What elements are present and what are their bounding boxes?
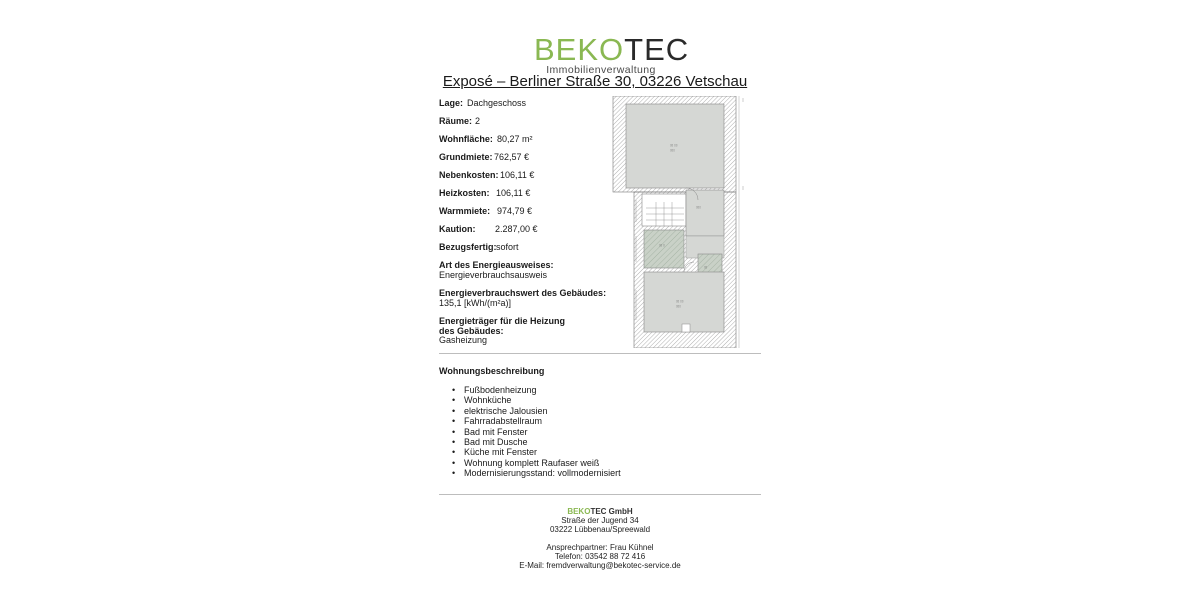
- fact-label: Bezugsfertig:: [439, 242, 497, 252]
- svg-text:▯▯: ▯▯: [704, 265, 708, 269]
- feature-item: Fußbodenheizung: [452, 385, 621, 396]
- logo-wordmark-dark: TEC: [624, 32, 690, 67]
- fact-value: 2: [475, 116, 481, 126]
- energy-carrier-label: Energieträger für die Heizung: [439, 316, 566, 326]
- fact-label: Heizkosten:: [439, 188, 490, 198]
- feature-item: Wohnung komplett Raufaser weiß: [452, 458, 621, 469]
- fact-nebenkosten: Nebenkosten: 106,11 €: [439, 170, 534, 180]
- logo-wordmark: BEKOTEC: [534, 34, 688, 65]
- fact-label: Nebenkosten:: [439, 170, 499, 180]
- svg-text:▯▯ ▯▯: ▯▯ ▯▯: [670, 143, 678, 147]
- fact-value: 762,57 €: [494, 152, 530, 162]
- footer-city: 03222 Lübbenau/Spreewald: [549, 525, 651, 534]
- feature-item: Bad mit Dusche: [452, 437, 621, 448]
- fact-kaution: Kaution: 2.287,00 €: [439, 224, 538, 234]
- footer-street: Straße der Jugend 34: [561, 516, 639, 525]
- divider-top: [439, 353, 761, 354]
- fact-bezugsfertig: Bezugsfertig: sofort: [439, 242, 519, 252]
- fact-value: 106,11 €: [496, 188, 531, 198]
- footer-contact-person: Ansprechpartner: Frau Kühnel: [546, 543, 654, 552]
- fact-wohnflaeche: Wohnfläche: 80,27 m²: [439, 134, 533, 144]
- footer-company: BEKOTEC GmbH: [450, 507, 750, 516]
- fact-value: 974,79 €: [497, 206, 533, 216]
- feature-item: elektrische Jalousien: [452, 406, 621, 417]
- fact-heizkosten: Heizkosten: 106,11 €: [439, 188, 530, 198]
- fact-lage: Lage: Dachgeschoss: [439, 98, 526, 108]
- svg-text:▯▯▯: ▯▯▯: [696, 205, 701, 209]
- fact-warmmiete: Warmmiete: 974,79 €: [439, 206, 532, 216]
- feature-item: Küche mit Fenster: [452, 447, 621, 458]
- description-title: Wohnungsbeschreibung: [439, 366, 545, 376]
- feature-item: Wohnküche: [452, 395, 621, 406]
- footer-phone: Telefon: 03542 88 72 416: [554, 552, 646, 561]
- logo-subtitle: Immobilienverwaltung: [546, 64, 656, 76]
- fact-value: 106,11 €: [500, 170, 535, 180]
- fact-label: Wohnfläche:: [439, 134, 493, 144]
- logo-wordmark-green: BEKO: [534, 32, 625, 67]
- svg-text:▯▯ ▯▯: ▯▯ ▯▯: [676, 299, 684, 303]
- footer-contact: BEKOTEC GmbH Straße der Jugend 34 03222 …: [450, 507, 750, 570]
- fact-value: Dachgeschoss: [467, 98, 527, 108]
- fact-grundmiete: Grundmiete: 762,57 €: [439, 152, 529, 162]
- divider-bottom: [439, 494, 761, 495]
- energy-carrier-label-2: des Gebäudes:: [439, 325, 504, 336]
- svg-text:▯▯▯: ▯▯▯: [670, 148, 675, 152]
- floorplan-image: ▯▯ ▯▯ ▯▯▯ ▯▯▯ ▯▯ ▯ ▯▯ ▯▯ ▯▯ ▯▯▯: [612, 96, 744, 348]
- footer-company-dark: TEC GmbH: [590, 507, 633, 516]
- fact-label: Lage:: [439, 98, 464, 108]
- fact-value: sofort: [496, 242, 519, 252]
- energy-value-label: Energieverbrauchswert des Gebäudes:: [439, 288, 607, 298]
- energy-type-label: Art des Energieausweises:: [439, 260, 554, 270]
- fact-label: Kaution:: [439, 224, 476, 234]
- feature-item: Modernisierungsstand: vollmodernisiert: [452, 468, 621, 479]
- energy-type-value: Energieverbrauchsausweis: [439, 269, 548, 280]
- energy-consumption: Energieverbrauchswert des Gebäudes: 135,…: [439, 288, 639, 308]
- energy-value-value: 135,1 [kWh/(m²a)]: [439, 297, 512, 308]
- fact-label: Räume:: [439, 116, 473, 126]
- footer-company-green: BEKO: [567, 507, 591, 516]
- fact-label: Warmmiete:: [439, 206, 491, 216]
- fact-label: Grundmiete:: [439, 152, 493, 162]
- features-list: Fußbodenheizung Wohnküche elektrische Ja…: [452, 385, 621, 479]
- svg-text:▯▯ ▯: ▯▯ ▯: [659, 243, 665, 247]
- feature-item: Fahrradabstellraum: [452, 416, 621, 427]
- footer-email[interactable]: E-Mail: fremdverwaltung@bekotec-service.…: [519, 561, 681, 570]
- bekotec-logo: BEKOTEC Immobilienverwaltung: [534, 34, 688, 76]
- feature-item: Bad mit Fenster: [452, 427, 621, 438]
- energy-carrier: Energieträger für die Heizung des Gebäud…: [439, 316, 639, 346]
- fact-raeume: Räume: 2: [439, 116, 480, 126]
- energy-carrier-value: Gasheizung: [439, 335, 488, 345]
- svg-text:▯▯▯: ▯▯▯: [676, 304, 681, 308]
- fact-value: 2.287,00 €: [495, 224, 538, 234]
- energy-certificate-type: Art des Energieausweises: Energieverbrau…: [439, 260, 639, 280]
- fact-value: 80,27 m²: [497, 134, 533, 144]
- page-title: Exposé – Berliner Straße 30, 03226 Vetsc…: [442, 73, 748, 90]
